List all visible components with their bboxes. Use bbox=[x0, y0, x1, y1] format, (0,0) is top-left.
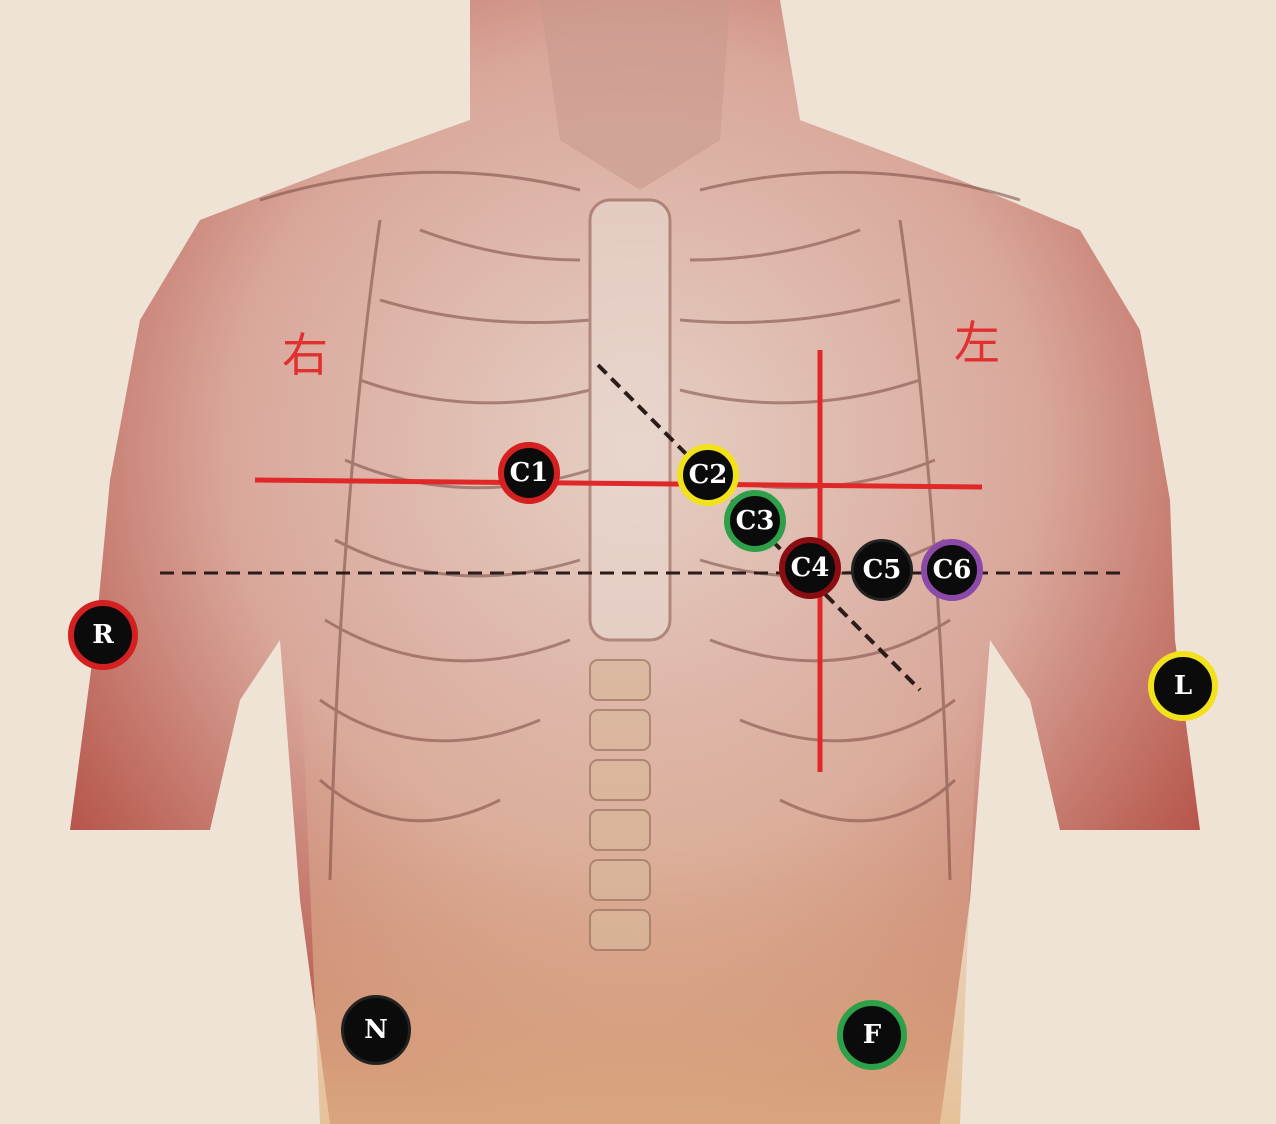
electrode-c6: C6 bbox=[921, 539, 983, 601]
electrode-l: L bbox=[1148, 651, 1218, 721]
red-horizontal-guide bbox=[254, 477, 983, 490]
electrode-c1: C1 bbox=[498, 442, 560, 504]
electrode-c5: C5 bbox=[851, 539, 913, 601]
electrode-n: N bbox=[341, 995, 411, 1065]
label-left-side: 左 bbox=[954, 316, 1000, 370]
electrode-f: F bbox=[837, 1000, 907, 1070]
electrode-c3: C3 bbox=[724, 490, 786, 552]
label-right-side: 右 bbox=[282, 328, 328, 382]
electrode-r: R bbox=[68, 600, 138, 670]
electrode-c2: C2 bbox=[677, 444, 739, 506]
electrode-c4: C4 bbox=[779, 537, 841, 599]
spine bbox=[589, 659, 651, 951]
